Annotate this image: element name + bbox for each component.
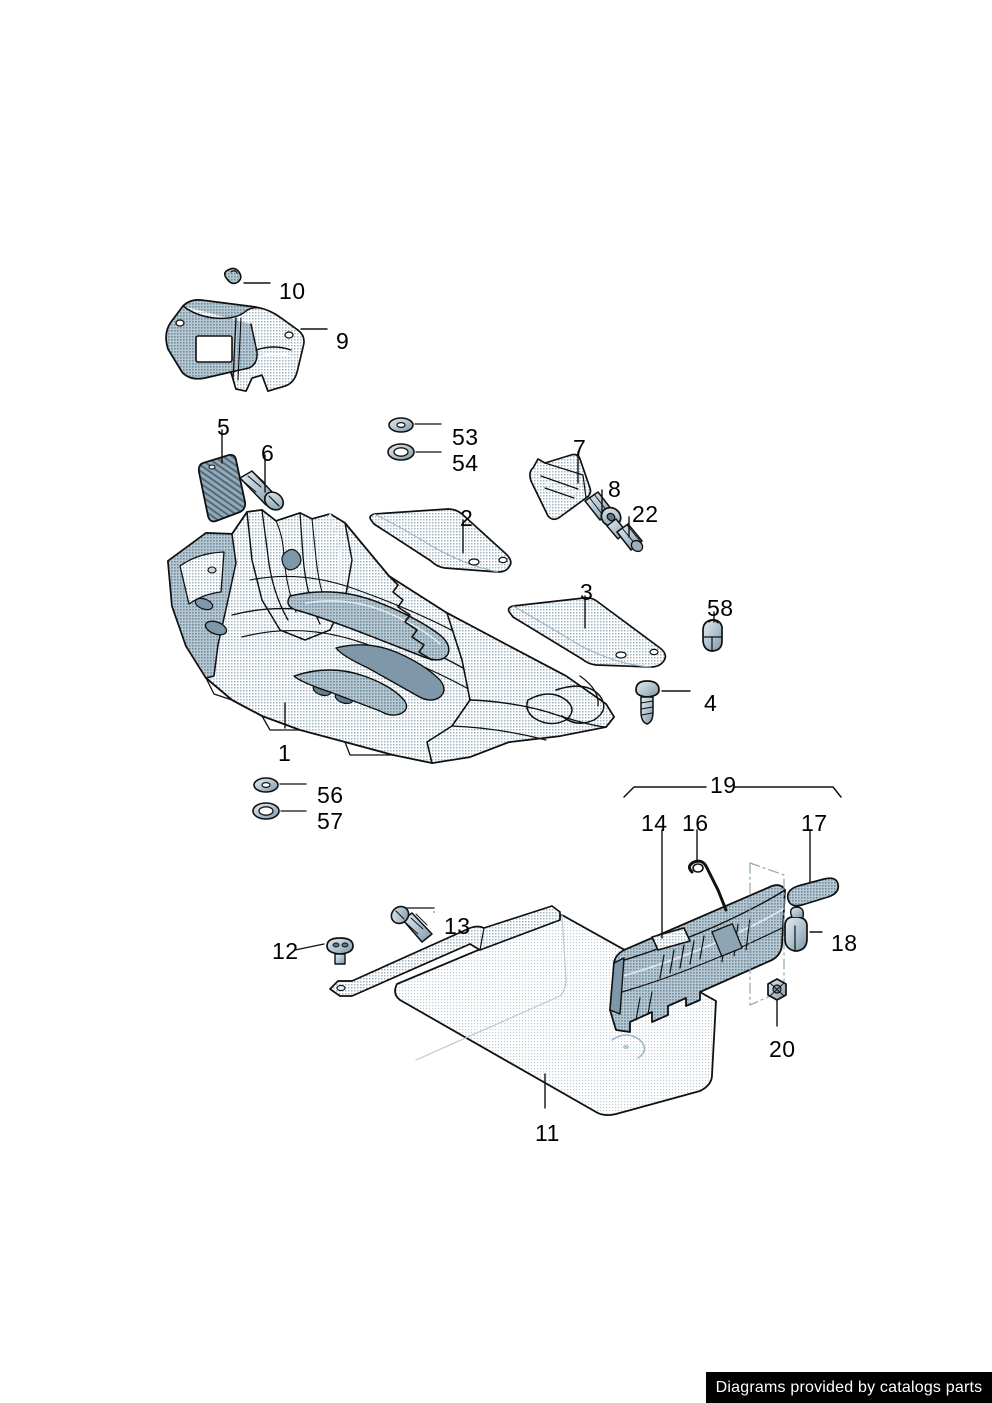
part-56-washer [253,777,279,793]
callout-1: 1 [278,740,292,766]
part-12-collar-screw [326,937,354,965]
part-2-insulation-mat-front [369,508,512,573]
part-54-grommet [387,443,415,461]
callout-57: 57 [317,808,344,834]
part-13-screw [390,905,433,943]
part-53-washer [388,417,414,433]
part-14-badge-plate [651,927,691,951]
callout-12: 12 [272,938,299,964]
part-18-clip [784,906,808,952]
callout-53: 53 [452,424,479,450]
part-57-grommet [252,802,280,820]
part-20-nut [767,978,787,1001]
callout-10: 10 [279,278,306,304]
callout-7: 7 [573,435,587,461]
callout-11: 11 [535,1120,560,1146]
part-16-retaining-hook [687,859,728,912]
part-10-clip [223,267,242,285]
part-5-pedal-pad [197,453,247,523]
callout-20: 20 [769,1036,796,1062]
callout-22: 22 [632,501,659,527]
callout-17: 17 [801,810,828,836]
loadspace-carrier-rail [329,905,561,997]
callout-56: 56 [317,782,344,808]
bracket-19 [623,786,842,798]
callout-2: 2 [460,505,474,531]
callout-19: 19 [710,772,737,798]
callout-58: 58 [707,595,734,621]
part-4-expanding-rivet [635,680,660,725]
callout-5: 5 [217,414,231,440]
callout-8: 8 [608,476,622,502]
part-58-retaining-clip [702,619,723,652]
part-7-sill-trim [529,453,592,521]
callout-9: 9 [336,328,350,354]
part-6-screw [239,470,285,511]
callout-13: 13 [444,913,471,939]
callout-6: 6 [261,440,275,466]
phantom-outline [749,862,785,1006]
part-19-trim-assembly [609,884,786,1033]
part-9-footrest-bracket [165,298,305,392]
part-3-insulation-mat-rear [507,596,667,668]
callout-54: 54 [452,450,479,476]
leader-12 [294,943,325,951]
callout-14: 14 [641,810,668,836]
part-17-cover-cap [786,877,840,907]
callout-4: 4 [704,690,718,716]
callout-3: 3 [580,579,594,605]
callout-18: 18 [831,930,858,956]
callout-16: 16 [682,810,709,836]
part-1-floor-carpet [167,509,615,764]
watermark-banner: Diagrams provided by catalogs parts [706,1372,992,1403]
